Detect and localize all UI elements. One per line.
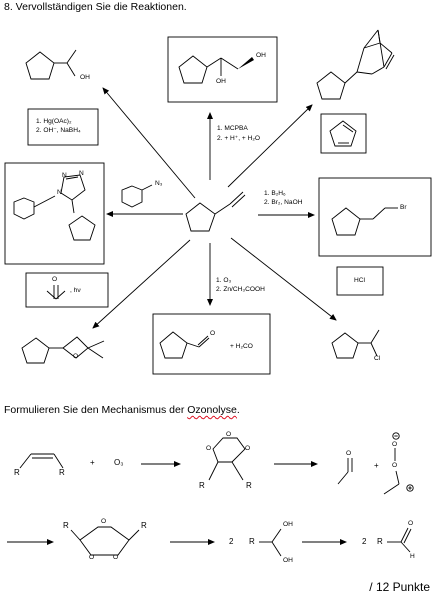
coefficient-2-hydrate: 2 bbox=[229, 537, 234, 546]
molozonide-r2-label: R bbox=[246, 481, 252, 490]
ozonolysis-word: Ozonolyse bbox=[187, 404, 237, 416]
oxetane-o-label: O bbox=[73, 353, 79, 360]
aldehyde-product-o-label: O bbox=[408, 520, 414, 527]
diol-structure bbox=[178, 55, 254, 84]
acetone-structure bbox=[46, 285, 66, 300]
aldehyde-r-label: R bbox=[377, 537, 383, 546]
oxymercuration-step1: 1. Hg(OAc)₂ bbox=[36, 118, 72, 125]
ozonide-o-bottom-right: O bbox=[113, 554, 119, 561]
secondary-ozonide-structure bbox=[70, 526, 140, 556]
azide-label: N₃ bbox=[155, 180, 163, 187]
diol-oh-secondary-label: OH bbox=[216, 78, 226, 85]
hydrate-r-label: R bbox=[249, 537, 255, 546]
arrow-to-oxetane bbox=[92, 239, 191, 329]
aldehyde-answer-box bbox=[152, 313, 271, 375]
triazoline-answer-box bbox=[4, 162, 105, 265]
epoxidation-step2: 2. + H⁺, + H₂O bbox=[217, 135, 261, 142]
ozonide-r1-label: R bbox=[63, 521, 69, 530]
cyclopentadiene-box bbox=[320, 113, 367, 154]
bromide-structure bbox=[331, 207, 398, 236]
acetone-o-label: O bbox=[52, 276, 58, 283]
hydrate-structure bbox=[259, 528, 282, 557]
oxymercuration-step2: 2. OH⁻, NaBH₄ bbox=[36, 127, 81, 134]
hcl-label: HCl bbox=[354, 277, 365, 284]
oxymercuration-box bbox=[27, 108, 99, 146]
oxetane-structure bbox=[21, 336, 105, 364]
epoxidation-step1: 1. MCPBA bbox=[217, 125, 248, 132]
hydroboration-step1: 1. B₂H₆ bbox=[264, 190, 286, 197]
aldehyde-product-h-label: H bbox=[410, 553, 415, 560]
mechanism-heading: Formulieren Sie den Mechanismus der Ozon… bbox=[4, 404, 240, 416]
triazoline-n3-label: N bbox=[79, 170, 84, 177]
arrow-to-diels-alder bbox=[227, 104, 313, 188]
plus-sign-1: + bbox=[90, 458, 95, 467]
ozonide-o-bottom-left: O bbox=[89, 554, 95, 561]
molozonide-o-top: O bbox=[226, 431, 232, 438]
ozonide-r2-label: R bbox=[141, 521, 147, 530]
plus-sign-2: + bbox=[374, 461, 379, 470]
chlorine-label: Cl bbox=[374, 355, 381, 362]
score-label: / 12 Punkte bbox=[369, 580, 430, 594]
photochemistry-box bbox=[25, 272, 109, 308]
molozonide-o-left: O bbox=[206, 445, 212, 452]
ozonolysis-step2: 2. Zn/CH₃COOH bbox=[216, 286, 265, 293]
ozonolysis-step1: 1. O₃ bbox=[216, 277, 232, 284]
hydroboration-step2: 2. Br₂, NaOH bbox=[264, 199, 303, 206]
bromine-label: Br bbox=[400, 204, 407, 211]
diol-answer-box bbox=[167, 36, 278, 103]
carbonyl-oxide-o2: O bbox=[392, 462, 398, 469]
vinylcyclopentane-structure bbox=[185, 191, 246, 232]
task-title: 8. Vervollständigen Sie die Reaktionen. bbox=[4, 1, 187, 13]
hydrate-oh-bottom: OH bbox=[283, 557, 293, 564]
ozone-label: O₃ bbox=[114, 458, 124, 467]
hv-label: , hν bbox=[70, 287, 81, 294]
arrow-to-chloride bbox=[230, 237, 337, 321]
ozonide-o-top: O bbox=[101, 518, 107, 525]
alkene-r2-label: R bbox=[59, 468, 65, 477]
aldehyde-o-label: O bbox=[210, 330, 216, 337]
carbonyl-oxide-structure bbox=[383, 432, 414, 495]
cyclohexyl-azide-structure bbox=[121, 184, 153, 208]
primary-ozonide-structure bbox=[208, 437, 246, 481]
carbonyl-o-label: O bbox=[346, 450, 352, 457]
hcl-box bbox=[336, 266, 384, 296]
triazoline-n2-label: N bbox=[62, 172, 67, 179]
chloride-structure bbox=[331, 329, 380, 359]
coefficient-2-aldehyde: 2 bbox=[362, 537, 367, 546]
alkene-structure bbox=[19, 453, 64, 469]
molozonide-r1-label: R bbox=[199, 481, 205, 490]
hydrate-oh-top: OH bbox=[283, 521, 293, 528]
norbornene-adduct-structure bbox=[316, 29, 395, 100]
diol-oh-primary-label: OH bbox=[256, 52, 266, 59]
aldehyde-product-structure bbox=[387, 527, 412, 553]
aldehyde-structure bbox=[159, 331, 210, 359]
arrow-to-alcohol bbox=[102, 87, 196, 199]
secondary-alcohol-structure bbox=[25, 49, 77, 80]
triazoline-n1-label: N bbox=[57, 189, 62, 196]
carbonyl-oxide-o1: O bbox=[392, 441, 398, 448]
carbonyl-fragment-structure bbox=[337, 458, 353, 485]
cyclopentadiene-structure bbox=[329, 120, 357, 147]
alkene-r1-label: R bbox=[14, 468, 20, 477]
formaldehyde-label: + H₂CO bbox=[230, 343, 253, 350]
alcohol-oh-label: OH bbox=[80, 74, 90, 81]
molozonide-o-right: O bbox=[245, 445, 251, 452]
triazoline-structure bbox=[13, 174, 96, 241]
bromide-answer-box bbox=[318, 177, 432, 257]
